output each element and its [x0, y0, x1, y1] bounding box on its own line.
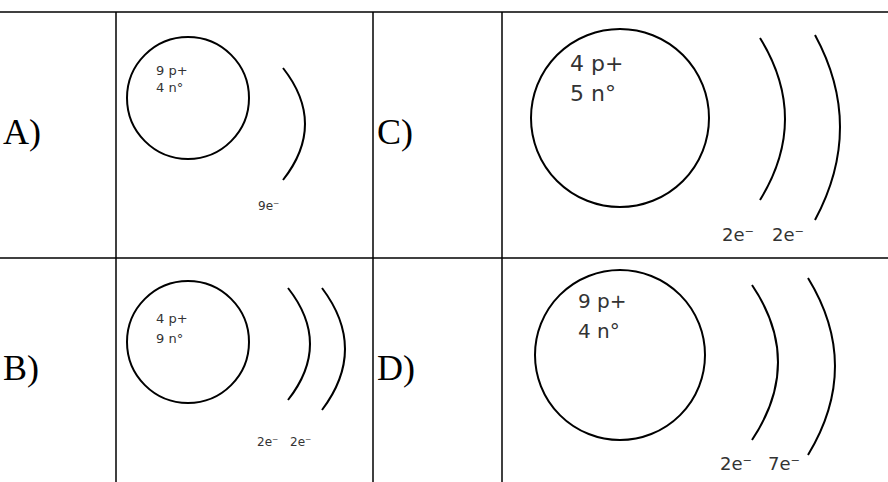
proton-count: 4 p+ [570, 52, 623, 75]
electron-shell [752, 285, 778, 440]
electron-count: 2e⁻ [722, 226, 754, 244]
nucleus-circle: 4 p+ 9 n° [126, 280, 250, 404]
proton-count: 9 p+ [156, 64, 188, 78]
electron-shell [815, 35, 840, 220]
proton-count: 9 p+ [578, 291, 627, 312]
nucleus-circle: 9 p+ 4 n° [126, 36, 250, 160]
electron-count: 7e⁻ [768, 455, 800, 473]
option-letter: A) [3, 114, 41, 150]
nucleus-circle: 9 p+ 4 n° [534, 269, 706, 441]
electron-count: 9e⁻ [258, 200, 279, 212]
electron-shell [322, 288, 345, 410]
table-line [501, 12, 503, 482]
neutron-count: 4 n° [578, 321, 620, 342]
table-line [0, 257, 888, 259]
table-line [0, 11, 888, 13]
table-line [115, 12, 117, 482]
proton-count: 4 p+ [156, 312, 188, 326]
table-line [372, 12, 374, 482]
nucleus-circle: 4 p+ 5 n° [530, 28, 710, 208]
electron-count: 2e⁻ [257, 436, 278, 448]
electron-shell [808, 278, 835, 455]
electron-count: 2e⁻ [720, 455, 752, 473]
electron-shell [760, 38, 785, 200]
electron-shell [288, 288, 310, 400]
neutron-count: 9 n° [156, 332, 183, 346]
option-letter: C) [377, 114, 413, 150]
electron-shell [283, 68, 305, 180]
electron-count: 2e⁻ [290, 436, 311, 448]
option-letter: B) [3, 350, 39, 386]
option-letter: D) [377, 350, 415, 386]
neutron-count: 4 n° [156, 81, 183, 95]
neutron-count: 5 n° [570, 82, 616, 105]
electron-count: 2e⁻ [772, 226, 804, 244]
